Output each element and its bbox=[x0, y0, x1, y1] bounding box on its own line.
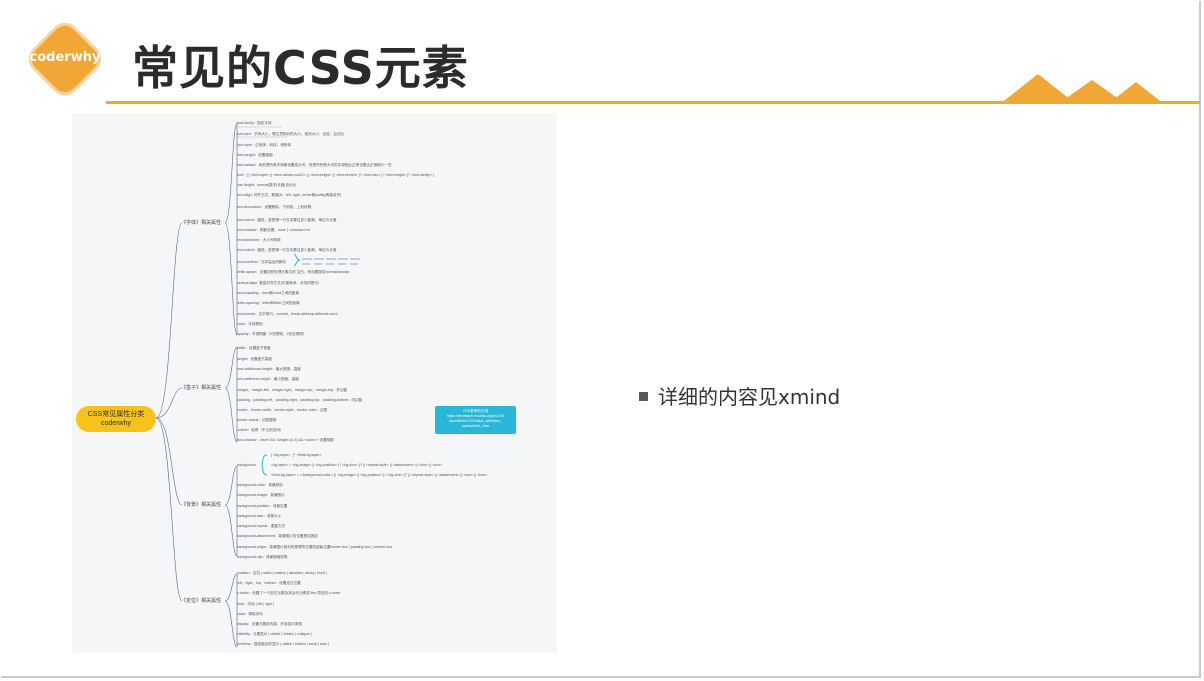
position-item: visibility：元素显示 | visible | hidden | col… bbox=[237, 632, 313, 636]
font-item: text-indent：缩进，首是第一行文本要往多少距离，单位为长度 bbox=[237, 248, 337, 252]
link-box-url: docs/Web/CSS/Value_definition_ bbox=[449, 419, 502, 423]
box-item: max-width/max-height：最大宽度、高度 bbox=[237, 367, 301, 371]
position-item: z-index：设置了一个定位元素及其后代元素或 flex 项目的 z-orde… bbox=[237, 591, 341, 595]
bg-item: background bbox=[237, 463, 256, 467]
font-item: letter-spacing：letter和letter之间的距离 bbox=[237, 301, 300, 305]
position-item: position：定位 | static | relative | absolu… bbox=[237, 571, 327, 575]
box-item: border、border-width、border-style、border-… bbox=[237, 408, 328, 412]
link-box-url: https://developer.mozilla.org/zh-CN/ bbox=[447, 414, 504, 418]
mindmap-image: CSS常见属性分类 coderwhy 《字体》相关属性 《盒子》相关属性 《背景… bbox=[72, 113, 557, 653]
position-item: display：设置元素的内部、外部显示类型 bbox=[237, 622, 303, 626]
font-item: opacity：不透明度（0完透明，1完全透明） bbox=[237, 332, 307, 336]
root-title: CSS常见属性分类 bbox=[87, 411, 145, 418]
title-underline bbox=[106, 101, 1200, 104]
logo: coderwhy bbox=[26, 18, 104, 102]
category-background: 《背景》相关属性 bbox=[181, 502, 222, 508]
mountain-decoration bbox=[1000, 74, 1164, 104]
bg-item: background-position：背景位置 bbox=[237, 504, 288, 508]
position-item: left、right、top、bottom：设置定位位置 bbox=[237, 581, 301, 585]
mindmap-connectors bbox=[155, 122, 301, 648]
bullet-square-icon bbox=[639, 392, 648, 401]
bullet-text: 详细的内容见xmind bbox=[658, 385, 841, 409]
font-item: font-style：正常体、斜体、倾斜体 bbox=[237, 143, 292, 147]
bg-item: background-color：背景颜色 bbox=[237, 483, 283, 487]
bg-item: background-repeat：重复方式 bbox=[237, 524, 286, 528]
position-item: overflow：描述超出的显示 | visible | hidden | sc… bbox=[237, 642, 329, 646]
category-font: 《字体》相关属性 bbox=[181, 220, 222, 226]
font-item: font-family：指定字体 bbox=[237, 121, 272, 125]
box-item: width：设置盒子宽度 bbox=[237, 346, 271, 350]
font-item: word-spacing：word和word之间的距离 bbox=[237, 291, 300, 295]
category-position: 《定位》相关属性 bbox=[181, 598, 222, 604]
font-item: text-shadow：阴影设置，none | <shadow-t># bbox=[237, 228, 310, 232]
font-item: text-transform：大小写转换 bbox=[237, 238, 281, 242]
bg-sub-item: <final-bg-layer> = <'background-color'> … bbox=[271, 473, 488, 477]
position-item: clear：清除浮动 bbox=[237, 612, 263, 616]
logo-text: coderwhy bbox=[29, 50, 101, 65]
font-item: font-variant：用来把所有字母都设置成大写，但是所有是大写的字母相比正… bbox=[237, 163, 392, 167]
box-item: border-radius：边框圆角 bbox=[237, 418, 277, 422]
box-item: padding、padding-left、padding-right、paddi… bbox=[237, 398, 363, 402]
box-item: min-width/min-height：最小宽度、高度 bbox=[237, 377, 299, 381]
font-item: color：字体颜色 bbox=[237, 322, 263, 326]
box-item: box-shadow：inset? && <length>{2,4} && <c… bbox=[237, 438, 334, 442]
bg-item: background-size：背景大小 bbox=[237, 514, 282, 518]
bg-item: background-origin：背景图片相对的是哪些位置的起始位置borde… bbox=[237, 545, 393, 549]
bg-sub-item: <bg-layer> = <bg-image> || <bg-position>… bbox=[271, 463, 443, 467]
box-item: margin、margin-left、margin-right、margin-t… bbox=[237, 388, 348, 392]
position-item: float：浮动 | left | right | bbox=[237, 602, 275, 606]
link-box-url: syntax#font_char bbox=[461, 424, 490, 428]
bg-sub-item: [ <bg-layer> , ]* <final-bg-layer> bbox=[271, 453, 322, 457]
font-item: vertical-align: 垂直对齐方式(可被继承，对待的是行) bbox=[237, 281, 320, 285]
box-item: height：设置盒子高度 bbox=[237, 357, 272, 361]
box-item: outline：轮廓（不占用空间） bbox=[237, 428, 284, 432]
link-box-title: CSS参考的文档 bbox=[462, 409, 489, 413]
bg-item: background-image：背景图片 bbox=[237, 493, 285, 497]
font-item: word-break：文字换行，normal、break-all/keep-al… bbox=[237, 312, 338, 316]
font-item: white-space：设置如何处理元素中的 空白，有设置属性normal/no… bbox=[237, 270, 350, 274]
font-item: text-overflow：文本溢出的解析 bbox=[237, 260, 287, 264]
font-item: text-align: 对齐方式，取值为：left, right, center… bbox=[237, 193, 342, 197]
font-item: line-height：normal|数字|长度|百分比 bbox=[237, 183, 297, 187]
font-item: text-indent：缩进，首是第一行文本要往多少距离，单位为长度 bbox=[237, 218, 337, 222]
bullet-point: 详细的内容见xmind bbox=[639, 381, 840, 410]
slide-title: 常见的CSS元素 bbox=[132, 41, 469, 95]
bg-item: background-clip：背景被裁剪等 bbox=[237, 555, 288, 559]
mindmap-root-node: CSS常见属性分类 coderwhy bbox=[76, 406, 156, 432]
css-docs-link-box: CSS参考的文档 https://developer.mozilla.org/z… bbox=[435, 406, 516, 434]
root-subtitle: coderwhy bbox=[101, 420, 131, 427]
font-item: font-size：字体大小，需注意相对的大小，相对大小，比较，百分比 bbox=[237, 132, 345, 136]
category-box: 《盒子》相关属性 bbox=[181, 385, 222, 391]
font-item: font-weight：设置粗细 bbox=[237, 153, 273, 157]
bg-item: background-attachment：背景图片的位置是否固定 bbox=[237, 534, 318, 538]
font-item: font：[ [ <font-style> || <font-variant-c… bbox=[237, 173, 434, 177]
font-item: text-decoration：设置删除、下划线、上划线等。 bbox=[237, 205, 315, 209]
